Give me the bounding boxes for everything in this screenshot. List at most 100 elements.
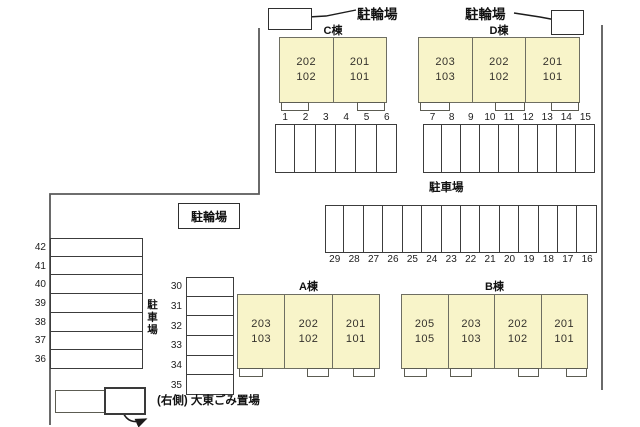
stall-number: 20	[503, 254, 516, 265]
stall-box	[460, 124, 481, 173]
stall-box	[423, 124, 443, 173]
stall-box	[186, 335, 234, 356]
room-number: 202	[298, 317, 319, 330]
room-number: 101	[554, 332, 575, 345]
parking-stall-39: 39	[28, 293, 143, 313]
stall-box	[537, 205, 559, 253]
bike-parking-label-top-right: 駐輪場	[465, 7, 506, 22]
room-number: 105	[414, 332, 435, 345]
stall-number: 18	[542, 254, 554, 265]
parking-stall-15: 15	[574, 111, 595, 173]
stall-number: 1	[282, 112, 288, 123]
stall-box	[459, 205, 481, 253]
stall-number: 19	[523, 254, 535, 265]
parking-stall-8: 8	[441, 111, 462, 173]
parking-stall-29: 29	[325, 205, 345, 266]
stall-number: 24	[426, 254, 438, 265]
parking-stall-20: 20	[498, 205, 520, 266]
stall-number: 5	[363, 112, 370, 123]
stall-number: 40	[34, 279, 46, 291]
parking-stall-41: 41	[28, 255, 143, 276]
parking-stall-12: 12	[517, 111, 538, 173]
building-d-label: D棟	[489, 25, 509, 37]
stall-box	[574, 124, 595, 173]
stall-box	[334, 124, 357, 173]
stall-box	[555, 124, 576, 173]
building-c-label: C棟	[323, 25, 343, 37]
stall-box	[518, 205, 539, 253]
stall-number: 21	[484, 254, 496, 265]
stall-box	[498, 124, 519, 173]
stall-box	[421, 205, 442, 253]
stall-box	[186, 315, 234, 337]
building-a-label: A棟	[299, 281, 318, 293]
parking-lot-label-left-vertical: 駐車場	[146, 299, 158, 337]
stall-box	[382, 205, 403, 253]
stall-number: 39	[34, 298, 46, 310]
stall-box	[50, 311, 143, 332]
room-number: 203	[461, 317, 482, 330]
parking-stall-21: 21	[479, 205, 500, 266]
parking-stall-34: 34	[166, 354, 234, 376]
stall-number: 31	[170, 301, 182, 312]
stall-number: 37	[34, 335, 46, 347]
parking-stall-18: 18	[537, 205, 559, 266]
stall-box	[275, 124, 296, 173]
entrance-notch	[566, 368, 587, 377]
stall-box	[294, 124, 316, 173]
stall-number: 9	[467, 112, 474, 123]
parking-stall-31: 31	[166, 295, 234, 317]
stall-number: 4	[343, 112, 349, 123]
room-number: 201	[554, 317, 575, 330]
entrance-notch	[551, 102, 579, 111]
stall-number: 11	[503, 112, 515, 123]
entrance-notch	[420, 102, 450, 111]
parking-stall-30: 30	[166, 277, 234, 297]
entrance-notch	[450, 368, 472, 377]
stall-box	[375, 124, 397, 173]
stall-number: 12	[522, 112, 534, 123]
parking-stall-25: 25	[401, 205, 423, 266]
parking-stall-26: 26	[382, 205, 403, 266]
stall-number: 15	[579, 112, 591, 123]
entrance-notch	[353, 368, 375, 377]
stall-number: 42	[34, 241, 46, 253]
entrance-notch	[307, 368, 329, 377]
stall-box	[50, 255, 143, 276]
entrance-notch	[239, 368, 263, 377]
stall-number: 10	[484, 112, 496, 123]
stall-number: 8	[448, 112, 455, 123]
garbage-area-box-left	[55, 390, 105, 413]
room-number: 101	[349, 71, 370, 83]
parking-stall-23: 23	[440, 205, 461, 266]
parking-stall-4: 4	[334, 111, 357, 173]
stall-box	[50, 349, 143, 370]
bike-parking-box-top-right	[551, 10, 584, 35]
stall-box	[440, 205, 461, 253]
parking-stall-16: 16	[576, 205, 597, 266]
stall-box	[517, 124, 538, 173]
stall-box	[186, 295, 234, 317]
stall-number: 17	[562, 254, 574, 265]
parking-stall-9: 9	[460, 111, 481, 173]
stall-number: 30	[170, 281, 182, 293]
parking-stall-17: 17	[557, 205, 578, 266]
stall-box	[343, 205, 364, 253]
stall-box	[498, 205, 520, 253]
stall-number: 36	[34, 354, 46, 366]
parking-stall-13: 13	[536, 111, 557, 173]
room-number: 102	[489, 71, 509, 83]
stall-number: 29	[329, 254, 341, 265]
stall-number: 6	[384, 112, 390, 123]
entrance-notch	[357, 102, 385, 111]
room-number: 103	[435, 71, 456, 83]
